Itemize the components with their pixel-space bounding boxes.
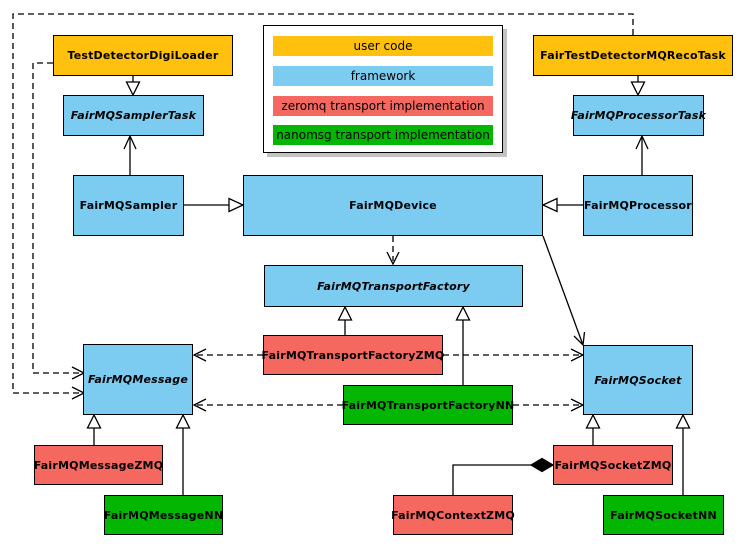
triangle-arrowhead [125, 81, 141, 97]
triangle-arrowhead [455, 305, 471, 321]
open-arrowhead [635, 134, 649, 150]
node-fair-test-detector-mq-reco-task: FairTestDetectorMQRecoTask [533, 35, 733, 76]
node-fairmq-device: FairMQDevice [243, 175, 543, 236]
node-fairmq-transport-factory: FairMQTransportFactory [264, 265, 523, 307]
composition-diamond [529, 457, 555, 473]
legend-label: framework [350, 69, 416, 83]
legend-item-user-code: user code [273, 36, 493, 56]
open-arrowhead [192, 398, 207, 412]
legend: user code framework zeromq transport imp… [263, 25, 503, 153]
edge-contextzmq-socketzmq [452, 464, 531, 495]
node-fairmq-socket-zmq: FairMQSocketZMQ [553, 445, 673, 485]
node-fairmq-socket-nn: FairMQSocketNN [603, 495, 724, 535]
triangle-arrowhead [337, 305, 353, 321]
node-fairmq-processor-task: FairMQProcessorTask [571, 95, 706, 136]
edge-recotask-message-dep [12, 13, 634, 394]
node-test-detector-digi-loader: TestDetectorDigiLoader [53, 35, 233, 76]
legend-item-zeromq: zeromq transport implementation [273, 96, 493, 116]
triangle-arrowhead [675, 413, 691, 429]
open-arrowhead [192, 348, 207, 362]
legend-label: zeromq transport implementation [281, 99, 485, 113]
node-fairmq-sampler-task: FairMQSamplerTask [63, 95, 204, 136]
edge-device-socket [542, 235, 584, 346]
triangle-arrowhead [585, 413, 601, 429]
node-fairmq-socket: FairMQSocket [583, 345, 693, 415]
node-fairmq-processor: FairMQProcessor [583, 175, 693, 236]
node-fairmq-message-nn: FairMQMessageNN [104, 495, 223, 535]
legend-label: nanomsg transport implementation [276, 128, 490, 142]
node-fairmq-transport-factory-zmq: FairMQTransportFactoryZMQ [262, 335, 444, 375]
triangle-arrowhead [228, 197, 245, 213]
node-fairmq-transport-factory-nn: FairMQTransportFactoryNN [342, 385, 514, 425]
node-fairmq-context-zmq: FairMQContextZMQ [391, 495, 515, 535]
node-fairmq-message-zmq: FairMQMessageZMQ [34, 445, 163, 485]
open-arrowhead [386, 251, 400, 266]
triangle-arrowhead [86, 413, 102, 429]
node-fairmq-sampler: FairMQSampler [73, 175, 184, 236]
legend-item-nanomsg: nanomsg transport implementation [273, 125, 493, 145]
open-arrowhead [123, 134, 137, 150]
node-fairmq-message: FairMQMessage [83, 344, 193, 415]
edge-digiloader-message-dep [32, 62, 80, 374]
triangle-arrowhead [541, 197, 558, 213]
legend-item-framework: framework [273, 66, 493, 86]
legend-label: user code [353, 39, 413, 53]
triangle-arrowhead [175, 413, 191, 429]
triangle-arrowhead [630, 81, 646, 97]
